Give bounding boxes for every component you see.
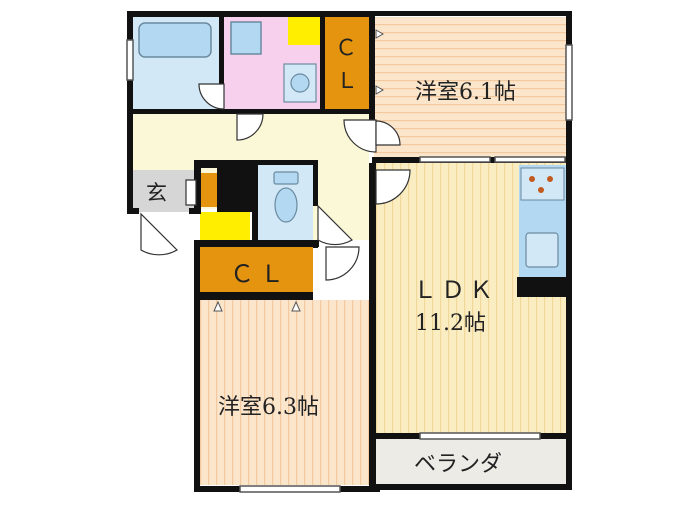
toilet-tank — [273, 171, 299, 185]
door-swing-top-room — [375, 120, 401, 146]
burner-1 — [529, 176, 535, 182]
door-swing-western-bottom — [325, 246, 360, 281]
stove — [520, 167, 565, 201]
closet-top — [324, 17, 370, 109]
closet-bottom — [200, 247, 313, 299]
door-swing-shoe — [185, 179, 197, 206]
door-swing-toilet — [317, 204, 353, 246]
washbasin — [230, 21, 262, 55]
western-room-bottom-label: 洋室6.3帖 — [218, 395, 319, 420]
western-room-bottom-floor — [200, 300, 373, 485]
entrance — [133, 170, 195, 212]
closet-bottom-label: ＣＬ — [230, 260, 290, 288]
refrigerator-space — [517, 277, 566, 297]
toilet-bowl — [274, 187, 298, 223]
storage-yellow-top — [288, 17, 322, 45]
shoe-storage-yellow — [200, 212, 250, 240]
door-swing-ldk — [375, 169, 411, 205]
ldk-label-line2: 11.2帖 — [415, 311, 486, 336]
western-room-top-label: 洋室6.1帖 — [415, 80, 516, 105]
ldk-label-line1: ＬＤＫ — [413, 276, 497, 304]
washing-machine-drain — [290, 73, 310, 93]
bathtub — [138, 22, 212, 58]
burner-3 — [538, 187, 544, 193]
closet-door-marks — [213, 29, 385, 312]
door-swing-washroom — [236, 113, 264, 141]
doors — [140, 83, 411, 281]
closet-top-label-c: Ｃ — [335, 36, 357, 61]
entrance-label: 玄 — [146, 181, 167, 205]
shoe-storage-orange — [201, 173, 217, 207]
burner-2 — [547, 176, 553, 182]
washing-machine-pan — [283, 63, 317, 103]
windows — [126, 39, 573, 493]
door-swing-hall — [343, 119, 377, 153]
door-swing-bath — [198, 83, 225, 110]
balcony-label: ベランダ — [414, 452, 502, 477]
western-room-top-floor — [374, 17, 566, 159]
kitchen-sink — [525, 232, 559, 268]
closet-top-label-l: Ｌ — [336, 69, 358, 94]
balcony-floor — [376, 439, 568, 486]
door-swing-entrance — [140, 212, 178, 256]
